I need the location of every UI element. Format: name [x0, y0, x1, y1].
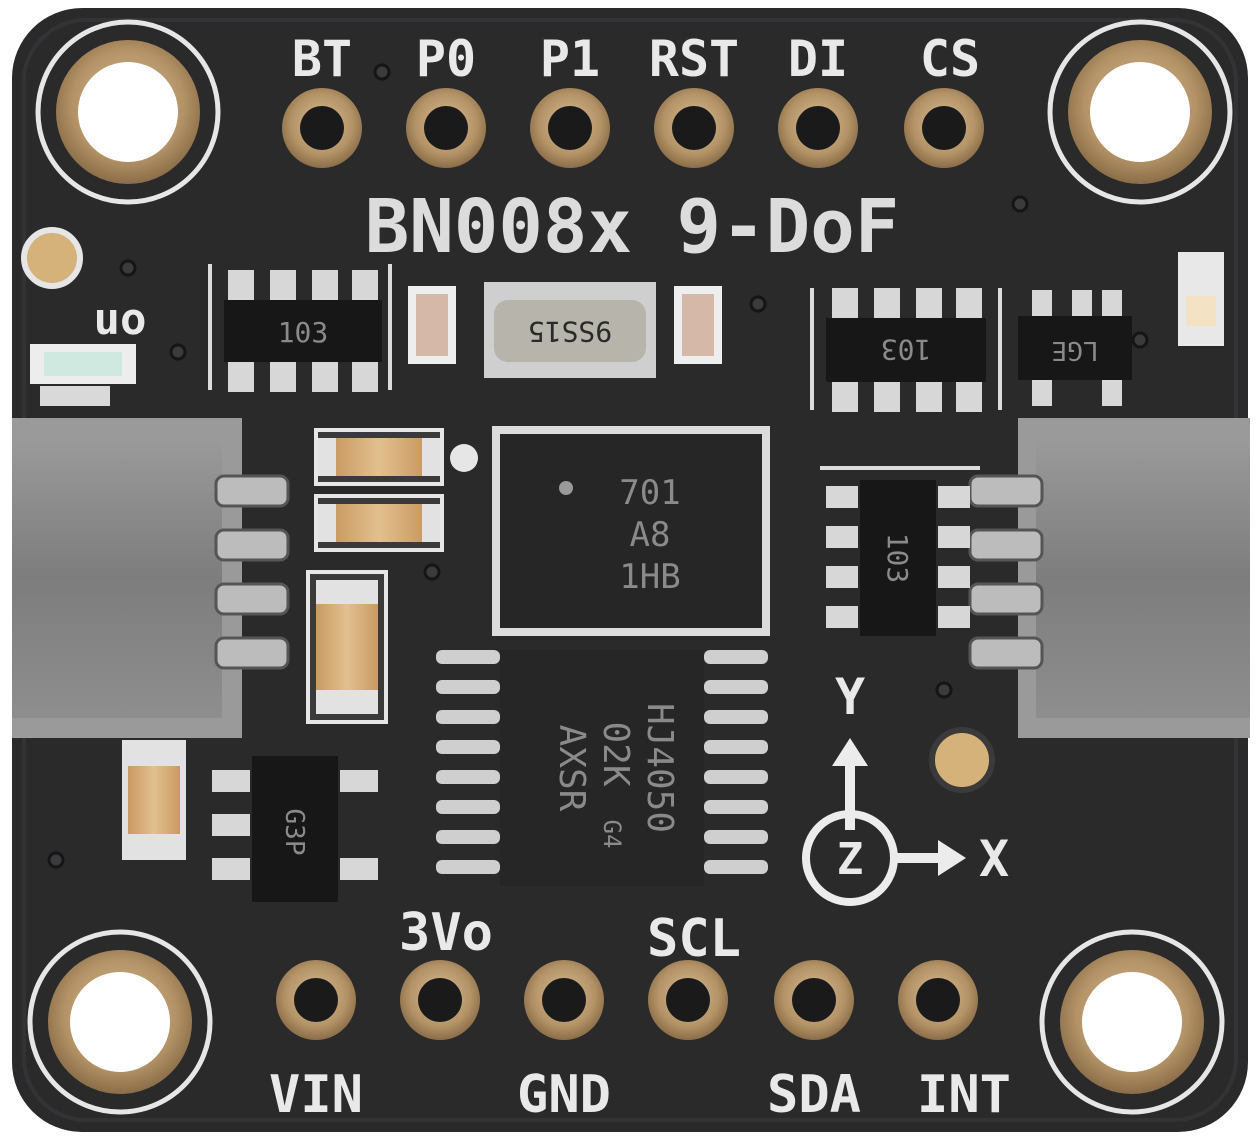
- bottom-header-pads: [276, 960, 978, 1040]
- pin-label-p0: P0: [416, 30, 476, 88]
- stemma-connector-left: [12, 418, 290, 738]
- pin-label-sda: SDA: [767, 1065, 861, 1125]
- pin-label-int: INT: [917, 1065, 1011, 1125]
- capacitor-near-crystal-right: [674, 286, 722, 364]
- capacitor-1: [314, 428, 444, 486]
- stemma-connector-right: [968, 418, 1250, 738]
- pad-3vo: [400, 960, 480, 1040]
- pad-p0: [406, 88, 486, 168]
- pad-int: [898, 960, 978, 1040]
- resistor-network-2-code: 103: [881, 333, 932, 366]
- pad-scl: [648, 960, 728, 1040]
- level-shifter-line-4: G4: [598, 820, 626, 849]
- voltage-regulator: G3P: [122, 740, 378, 902]
- resistor-network-3: 103: [820, 466, 980, 636]
- test-point-right: [929, 727, 995, 793]
- level-shifter-line-2: 02K: [595, 721, 636, 786]
- resistor-network-1: 103: [208, 264, 392, 392]
- axis-x-label: X: [979, 830, 1009, 888]
- small-regulator: LGE: [1018, 290, 1132, 406]
- led-right: [1178, 252, 1224, 346]
- pad-vin: [276, 960, 356, 1040]
- pin-label-3vo: 3Vo: [399, 903, 493, 963]
- mounting-hole-bottom-left: [27, 929, 213, 1115]
- small-regulator-code: LGE: [1052, 335, 1099, 365]
- main-sensor-chip: 701 A8 1HB: [492, 426, 770, 636]
- mounting-hole-top-right: [1047, 19, 1233, 205]
- axis-indicator: Y Z X: [802, 668, 1009, 906]
- pin-label-p1: P1: [540, 30, 600, 88]
- pad-di: [778, 88, 858, 168]
- pad-sda: [774, 960, 854, 1040]
- pin-label-di: DI: [788, 30, 848, 88]
- level-shifter-line-1: HJ4050: [639, 703, 680, 833]
- crystal-code: 9SS15: [528, 315, 612, 348]
- pad-rst: [654, 88, 734, 168]
- axis-z-label: Z: [837, 834, 864, 885]
- pin-label-bt: BT: [292, 30, 352, 88]
- capacitor-large: [306, 570, 388, 724]
- pad-p1: [530, 88, 610, 168]
- test-point-small: [450, 444, 478, 472]
- main-chip-line-3: 1HB: [619, 557, 680, 597]
- pin-label-scl: SCL: [647, 909, 741, 969]
- capacitor-2: [314, 494, 444, 552]
- level-shifter-chip: HJ4050 02K G4 AXSR: [436, 650, 768, 886]
- power-led: [30, 344, 136, 406]
- test-point-top-left: [21, 227, 83, 289]
- axis-y-label: Y: [835, 668, 865, 726]
- resistor-network-2: 103: [810, 288, 1002, 412]
- pin-label-rst: RST: [649, 30, 739, 88]
- top-header-pads: [282, 88, 984, 168]
- pin-label-gnd: GND: [517, 1065, 611, 1125]
- mounting-hole-bottom-right: [1039, 929, 1225, 1115]
- vias: [47, 63, 1149, 869]
- crystal-oscillator: 9SS15: [484, 282, 656, 378]
- regulator-code: G3P: [279, 809, 309, 856]
- pin-label-cs: CS: [920, 30, 980, 88]
- led-label: on: [94, 299, 147, 350]
- pad-gnd: [524, 960, 604, 1040]
- level-shifter-line-3: AXSR: [551, 725, 592, 812]
- capacitor-near-crystal-left: [408, 286, 456, 364]
- main-chip-line-1: 701: [619, 473, 680, 513]
- pad-bt: [282, 88, 362, 168]
- resistor-network-3-code: 103: [881, 533, 914, 584]
- mounting-hole-top-left: [35, 19, 221, 205]
- pad-cs: [904, 88, 984, 168]
- board-title: BN008x 9-DoF: [365, 184, 900, 270]
- pin-label-vin: VIN: [269, 1065, 363, 1125]
- resistor-network-1-code: 103: [278, 316, 329, 349]
- main-chip-line-2: A8: [630, 515, 671, 555]
